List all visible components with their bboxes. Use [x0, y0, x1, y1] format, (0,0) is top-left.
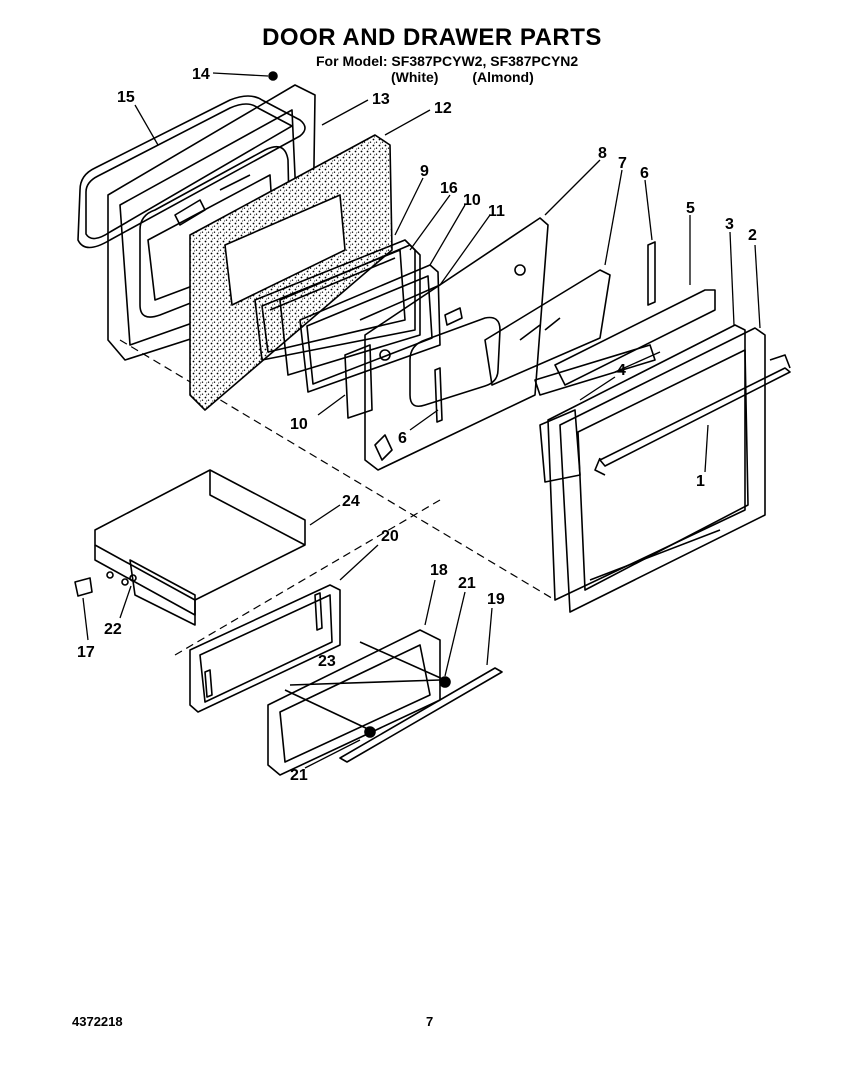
part-11-glass-seal: [359, 284, 441, 321]
callout-11: 11: [488, 203, 505, 220]
callout-4: 4: [617, 362, 626, 379]
callout-5: 5: [686, 200, 695, 217]
part-19-drawer-trim: [339, 667, 503, 763]
callout-6b: 6: [398, 430, 407, 447]
callout-15: 15: [117, 89, 135, 106]
part-12-insulation: [189, 134, 393, 411]
part-16-glass-retainer: [279, 244, 421, 376]
callout-23: 23: [318, 653, 336, 670]
callout-2: 2: [748, 227, 757, 244]
callout-10b: 10: [290, 416, 308, 433]
callout-19: 19: [487, 591, 505, 608]
part-2-outer-door: [559, 327, 766, 613]
callout-7: 7: [618, 155, 627, 172]
callout-16: 16: [440, 180, 458, 197]
part-8-door-frame: [364, 217, 549, 471]
callout-10a: 10: [463, 192, 481, 209]
callout-17: 17: [77, 644, 95, 661]
callout-1: 1: [696, 473, 705, 490]
callout-13: 13: [372, 91, 390, 108]
part-7-outer-glass: [484, 269, 611, 386]
callout-24: 24: [342, 493, 360, 510]
callout-18: 18: [430, 562, 448, 579]
part-15-door-gasket: [77, 95, 306, 249]
page-number: 7: [426, 1014, 434, 1029]
part-1-door-handle: [594, 354, 791, 476]
part-5-heat-shield: [554, 289, 716, 386]
color-white-label: (White): [391, 69, 439, 85]
callout-labels: 14 15 13 12 8 7 6 9 16 10 11 5 3 2 4 1 1…: [77, 66, 757, 784]
part-18-drawer-front: [267, 629, 451, 776]
color-legend: (White) (Almond): [391, 69, 534, 85]
page-title: DOOR AND DRAWER PARTS: [262, 24, 602, 51]
callout-22: 22: [104, 621, 122, 638]
model-numbers: For Model: SF387PCYW2, SF387PCYN2: [316, 53, 579, 69]
callout-14: 14: [192, 66, 210, 83]
callout-21b: 21: [290, 767, 308, 784]
callout-9: 9: [420, 163, 429, 180]
part-4-spacers: [534, 344, 656, 483]
part-24-drawer-body: [94, 469, 306, 626]
part-10-small-glass: [344, 344, 373, 419]
callout-3: 3: [725, 216, 734, 233]
callout-leaders: [82, 72, 761, 769]
part-20-drawer-inner-panel: [189, 584, 341, 713]
part-22-drawer-screw: [129, 574, 137, 582]
part-6-hinge: [647, 241, 656, 306]
part-14-screw: [268, 71, 278, 81]
color-almond-label: (Almond): [472, 69, 534, 85]
callout-8: 8: [598, 145, 607, 162]
callout-12: 12: [434, 100, 452, 117]
part-3-outer-door-panel: [547, 324, 746, 601]
callout-20: 20: [381, 528, 399, 545]
callout-6a: 6: [640, 165, 649, 182]
part-23-drawer-screws: [284, 641, 446, 731]
part-17-drawer-roller: [74, 577, 93, 597]
document-number: 4372218: [72, 1014, 123, 1029]
callout-21a: 21: [458, 575, 476, 592]
